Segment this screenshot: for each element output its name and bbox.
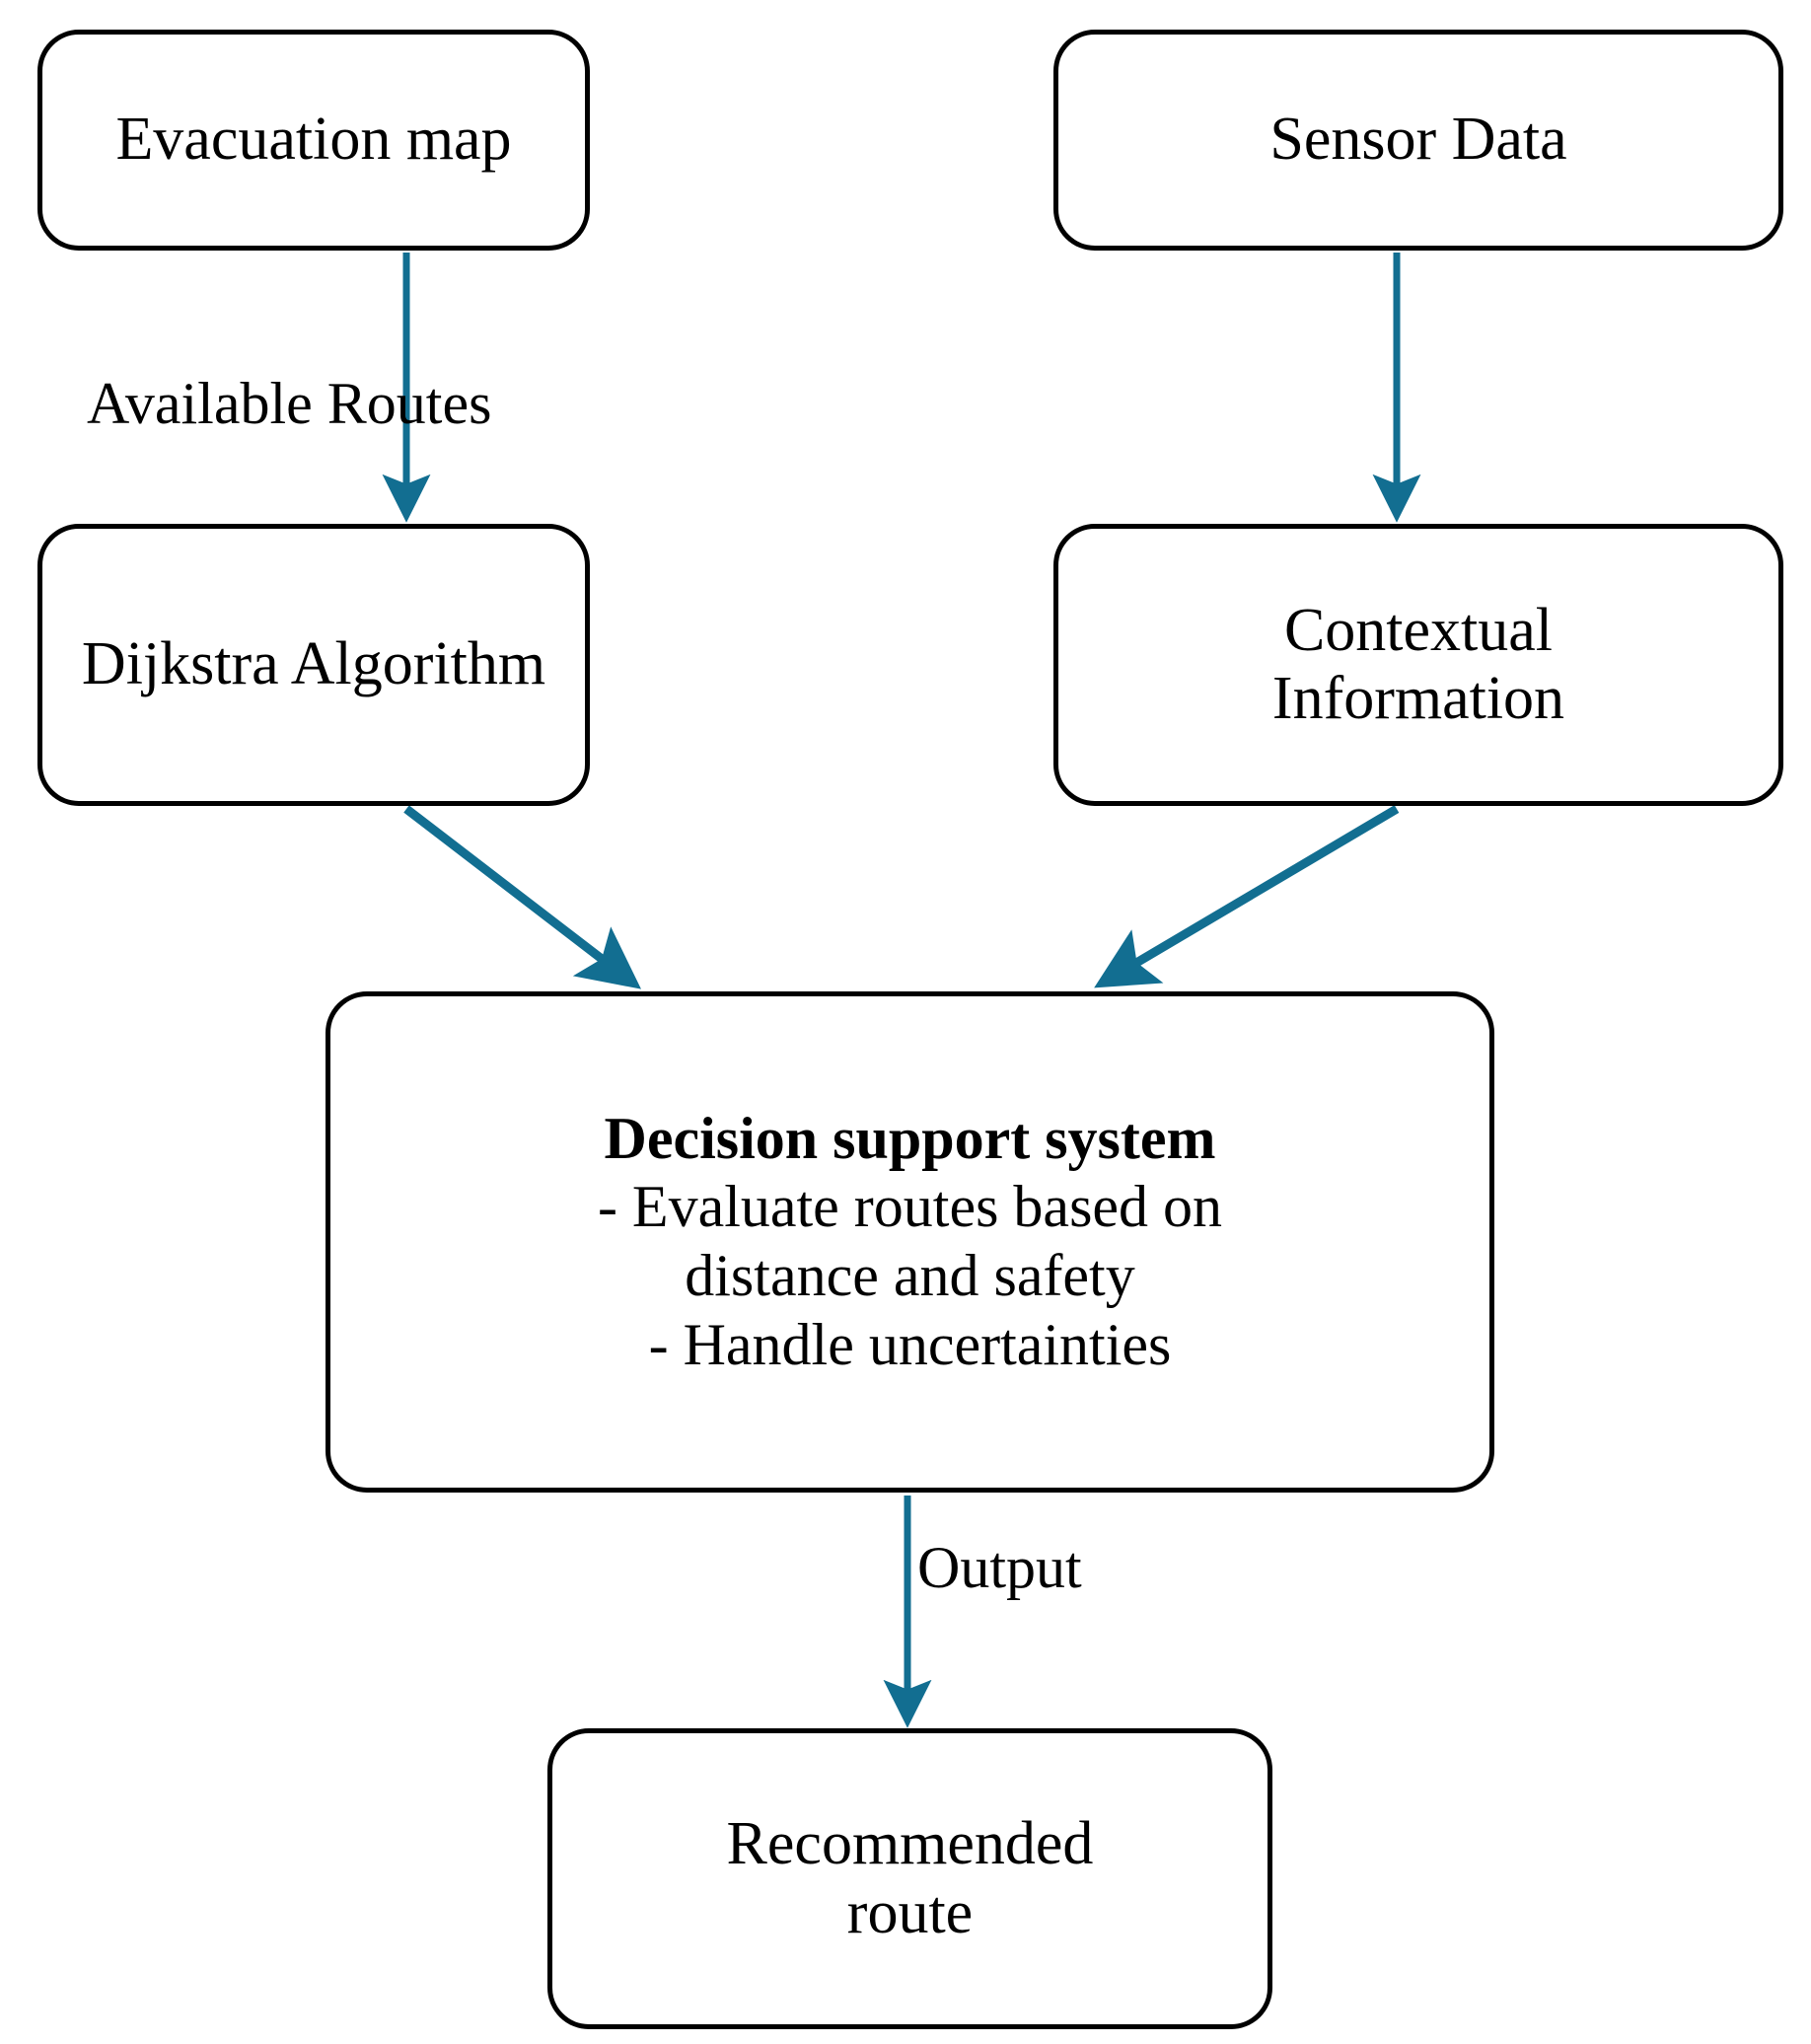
contextual-line-2: Information (1271, 665, 1565, 732)
dss-title: Decision support system (604, 1105, 1216, 1171)
node-dijkstra-algorithm-label: Dijkstra Algorithm (81, 630, 546, 698)
node-evacuation-map[interactable]: Evacuation map (37, 30, 590, 251)
edge-label-available-routes: Available Routes (87, 371, 492, 436)
node-dijkstra-algorithm[interactable]: Dijkstra Algorithm (37, 524, 590, 806)
dss-bullet-1-continuation: distance and safety (685, 1243, 1135, 1308)
node-recommended-route-label: Recommended route (709, 1810, 1112, 1947)
node-recommended-route[interactable]: Recommended route (547, 1728, 1272, 2029)
node-contextual-information[interactable]: Contextual Information (1053, 524, 1783, 806)
recommended-line-2: route (846, 1878, 974, 1946)
dss-bullet-2: - Handle uncertainties (648, 1311, 1172, 1377)
node-evacuation-map-label: Evacuation map (115, 106, 512, 174)
node-sensor-data[interactable]: Sensor Data (1053, 30, 1783, 251)
contextual-line-1: Contextual (1283, 596, 1554, 664)
node-decision-support-system-label: Decision support system - Evaluate route… (580, 1105, 1240, 1379)
node-sensor-data-label: Sensor Data (1269, 106, 1567, 174)
node-contextual-information-label: Contextual Information (1255, 597, 1582, 734)
recommended-line-1: Recommended (726, 1810, 1094, 1878)
arrow-dijkstra-to-dss (403, 805, 641, 989)
dss-bullet-1: - Evaluate routes based on (597, 1174, 1223, 1240)
node-decision-support-system[interactable]: Decision support system - Evaluate route… (326, 991, 1494, 1493)
arrow-contextual-to-dss (1094, 805, 1400, 988)
edge-label-output: Output (917, 1535, 1082, 1600)
